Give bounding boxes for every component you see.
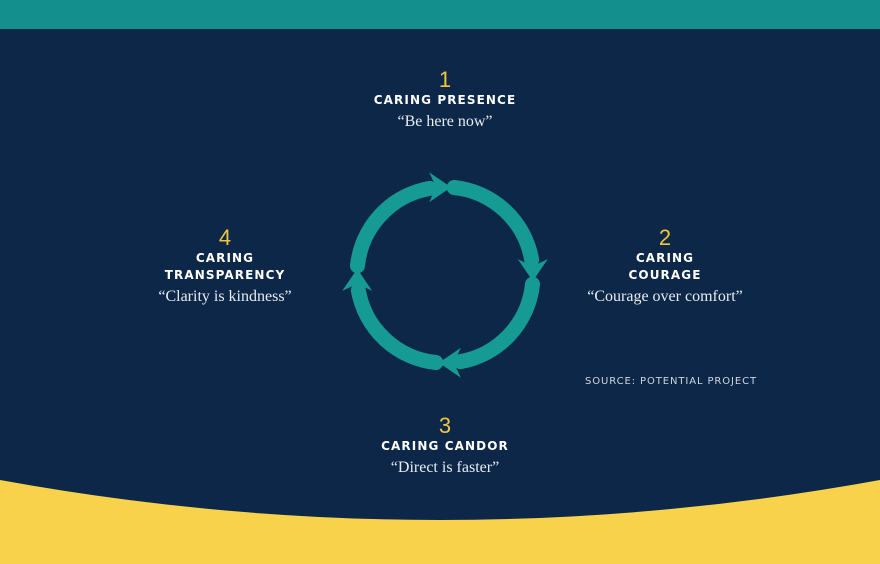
source-credit: SOURCE: POTENTIAL PROJECT [585, 376, 758, 387]
stage-quote: “Clarity is kindness” [158, 288, 292, 305]
stage-title-line-1: CARING [635, 251, 695, 265]
bottom-wave [0, 480, 880, 564]
stage-title-line-1: CARING [195, 251, 255, 265]
stage-caring-candor: 3 CARING CANDOR “Direct is faster” [320, 414, 570, 478]
stage-number: 1 [438, 67, 452, 92]
stage-number: 4 [218, 225, 232, 250]
stage-title: CARING CANDOR [381, 439, 509, 453]
arrowhead-icon [342, 268, 373, 291]
stage-number: 2 [658, 225, 672, 250]
stage-number: 3 [438, 413, 452, 438]
arrowhead-icon [429, 172, 452, 203]
arrowhead-icon [438, 347, 461, 378]
stage-caring-presence: 1 CARING PRESENCE “Be here now” [320, 68, 570, 132]
stage-quote: “Courage over comfort” [587, 288, 743, 305]
stage-quote: “Direct is faster” [390, 459, 500, 476]
circular-arrows-icon [342, 172, 548, 378]
cycle-arc [452, 276, 541, 370]
stage-caring-courage: 2 CARING COURAGE “Courage over comfort” [560, 226, 770, 307]
stage-title-line-2: TRANSPARENCY [164, 268, 286, 282]
stage-title-line-2: COURAGE [628, 268, 702, 282]
stage-caring-transparency: 4 CARING TRANSPARENCY “Clarity is kindne… [120, 226, 330, 307]
cycle-arc [446, 179, 540, 268]
cycle-arc [349, 180, 438, 274]
stage-title: CARING PRESENCE [373, 93, 517, 107]
cycle-arc [350, 282, 444, 371]
stage-quote: “Be here now” [397, 113, 493, 130]
arrowhead-icon [517, 259, 548, 282]
top-band [0, 0, 880, 29]
